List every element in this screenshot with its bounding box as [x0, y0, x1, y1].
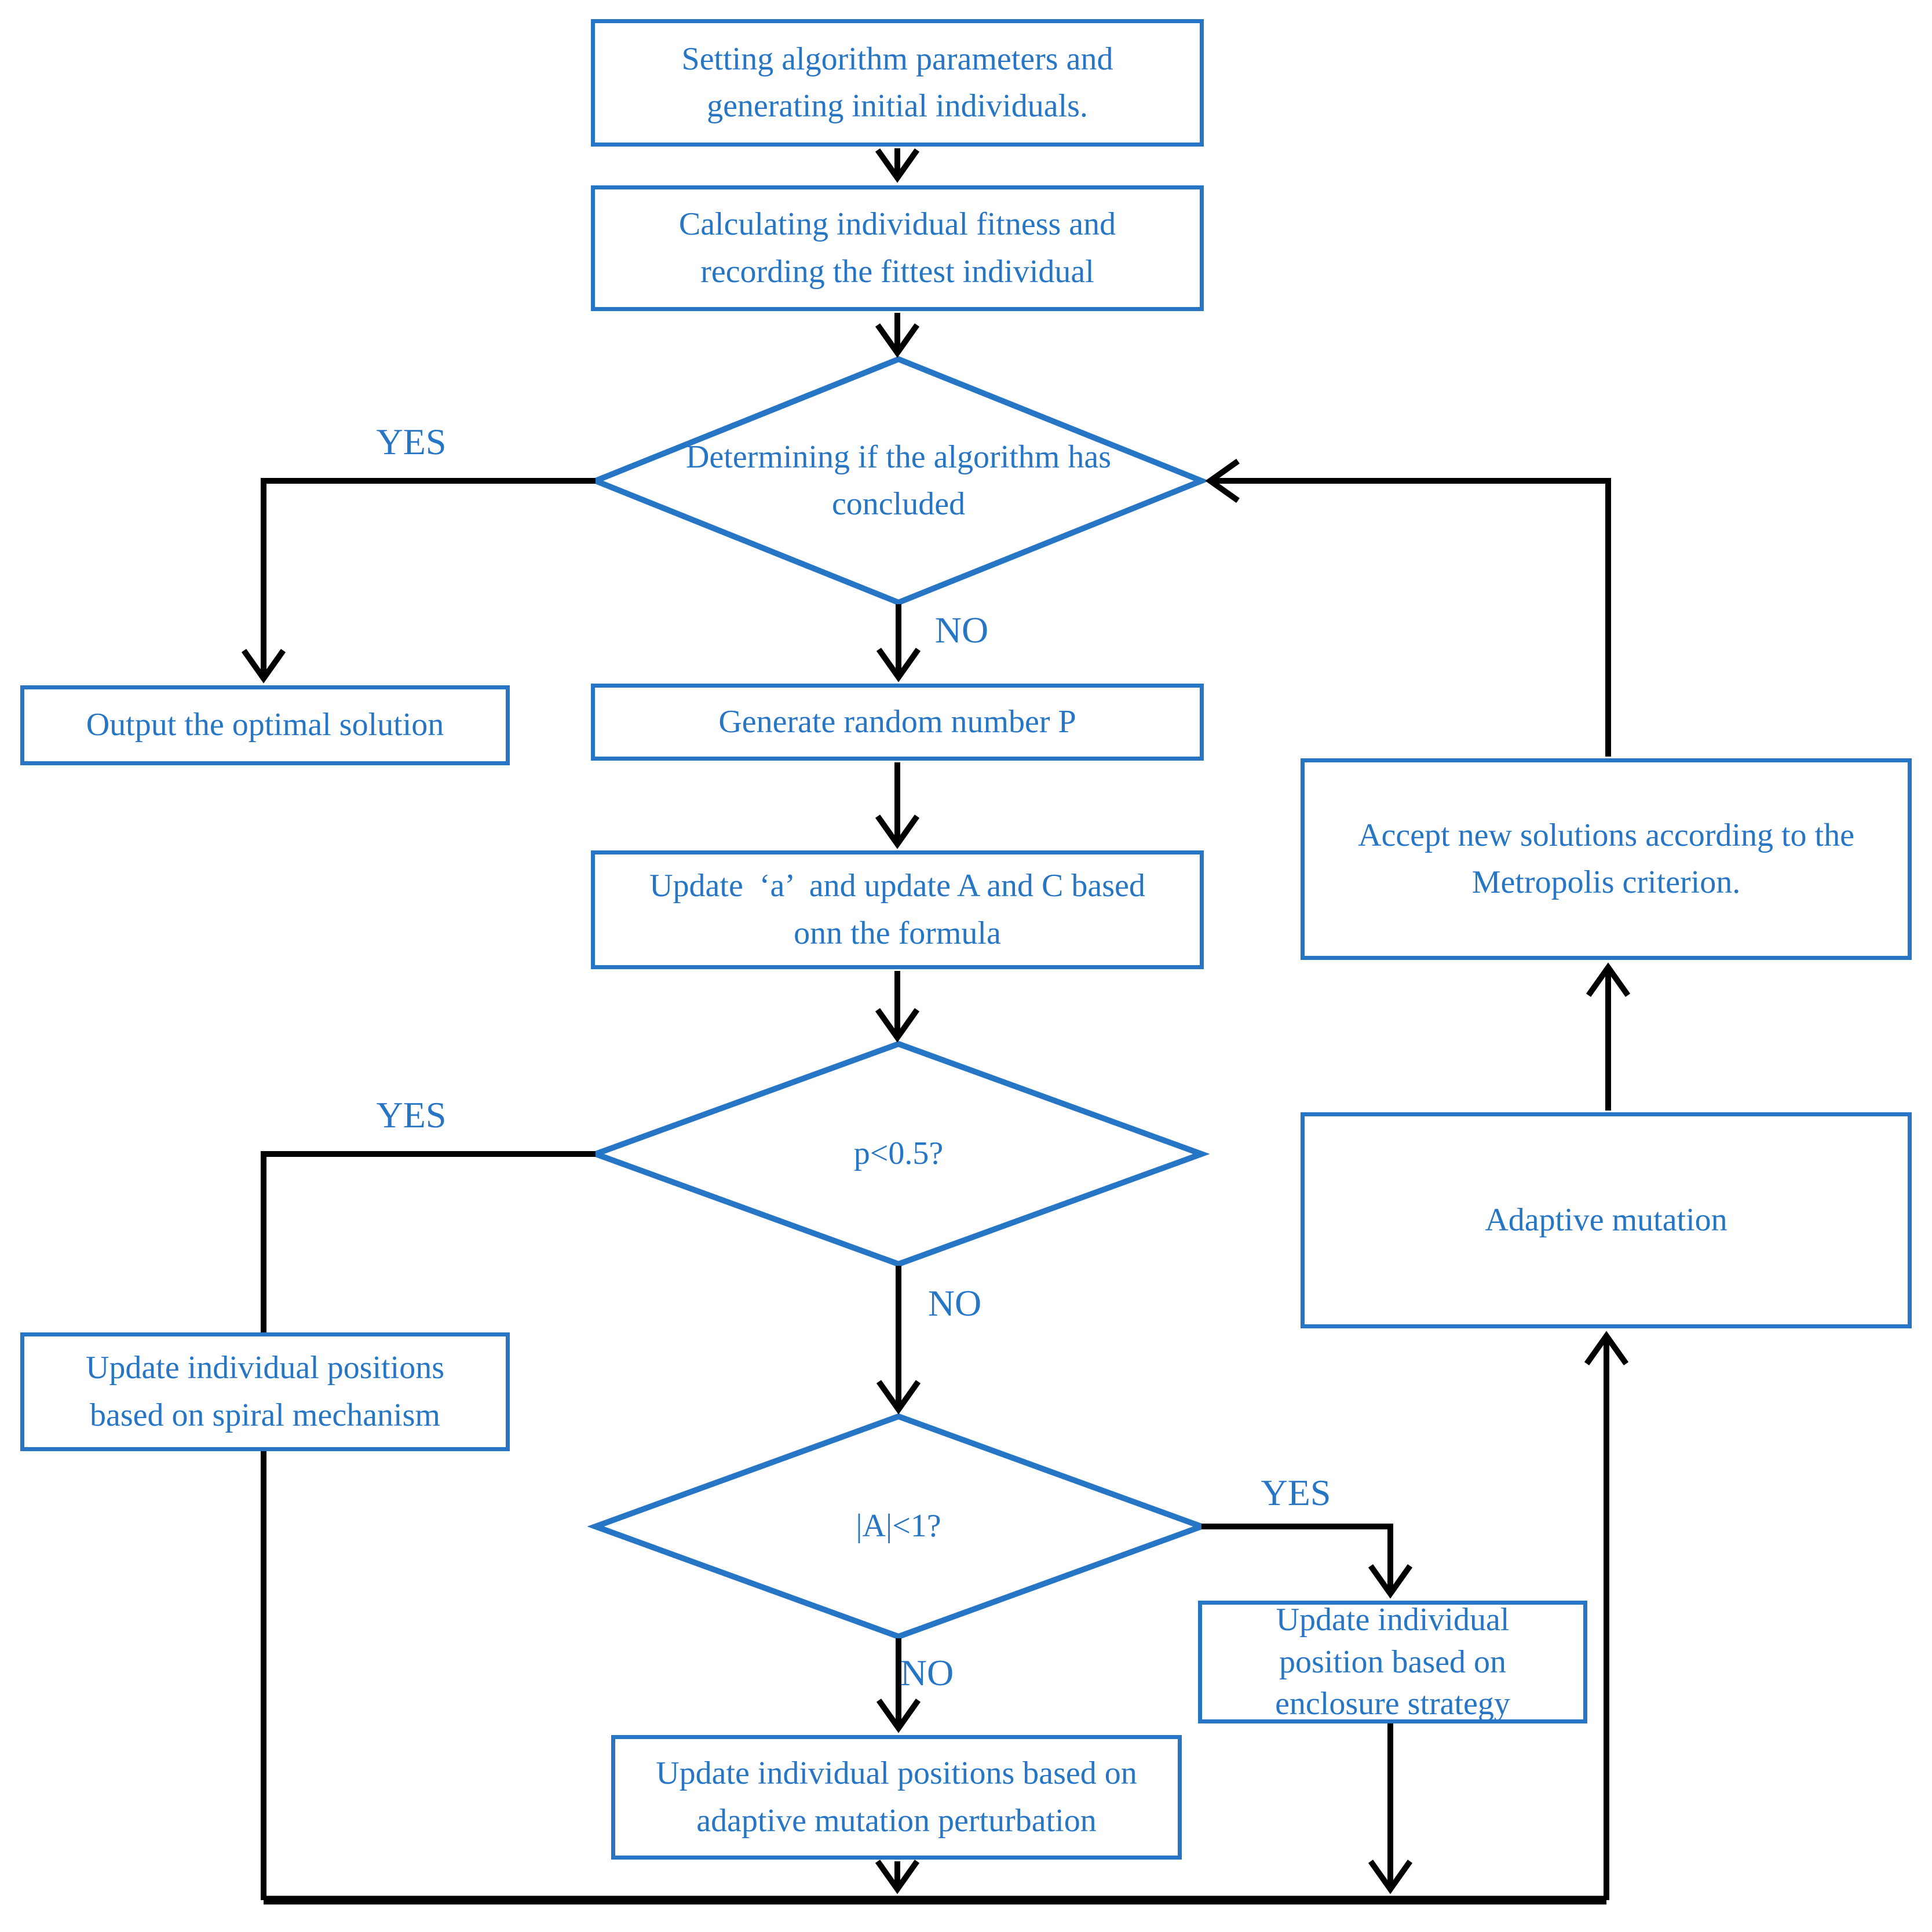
node-text-line: Setting algorithm parameters and — [681, 41, 1113, 77]
node-text-line: Update individual positions — [85, 1350, 445, 1386]
node-text-line: Update individual positions based on — [656, 1755, 1137, 1792]
node-text-line: Update ‘a’ and update A and C based — [649, 868, 1145, 904]
node-text-line: enclosure strategy — [1275, 1686, 1510, 1722]
node-adaptive-mutation: Adaptive mutation — [1301, 1112, 1912, 1328]
node-calculate-fitness: Calculating individual fitness and recor… — [591, 185, 1204, 311]
label-a-yes: YES — [1261, 1472, 1331, 1513]
decision-algorithm-concluded — [587, 356, 1210, 606]
node-text-line: concluded — [831, 486, 966, 522]
node-adaptive-mutation-perturbation: Update individual positions based on ada… — [611, 1735, 1182, 1860]
decision-p-less-05 — [587, 1040, 1210, 1268]
node-text-line: Generate random number P — [718, 703, 1076, 740]
edge-a-check-yes-to-enclosure — [1201, 1524, 1413, 1599]
node-text-line: generating initial individuals. — [707, 88, 1088, 124]
edge-p-check-yes-to-spiral — [261, 1151, 596, 1332]
label-concluded-yes: YES — [376, 421, 447, 462]
node-text-line: Metropolis criterion. — [1471, 864, 1741, 900]
decision-text-p-less-05: p<0.5? — [653, 1089, 1144, 1219]
node-text-line: |A|<1? — [856, 1508, 941, 1544]
node-text-line: recording the fittest individual — [700, 253, 1094, 290]
node-spiral-mechanism: Update individual positions based on spi… — [20, 1332, 510, 1451]
decision-abs-a-less-1 — [587, 1413, 1210, 1640]
node-output-optimal-solution: Output the optimal solution — [20, 685, 510, 765]
node-accept-metropolis: Accept new solutions according to the Me… — [1301, 758, 1912, 960]
node-text-line: adaptive mutation perturbation — [696, 1802, 1097, 1839]
edge-accept-to-concluded — [1205, 458, 1611, 757]
label-a-no: NO — [900, 1652, 954, 1693]
edge-concluded-yes-to-output — [241, 478, 596, 684]
label-concluded-no: NO — [934, 609, 989, 651]
node-enclosure-strategy: Update individual position based on encl… — [1198, 1601, 1587, 1723]
node-text-line: Update individual — [1276, 1601, 1510, 1638]
node-text-line: based on spiral mechanism — [90, 1397, 440, 1433]
node-generate-random-p: Generate random number P — [591, 684, 1204, 761]
node-text-line: Output the optimal solution — [86, 707, 444, 743]
node-text-line: p<0.5? — [853, 1135, 944, 1172]
node-text-line: Determining if the algorithm has — [685, 439, 1112, 475]
node-text-line: onn the formula — [794, 915, 1001, 951]
label-p-no: NO — [927, 1283, 982, 1324]
node-text-line: position based on — [1279, 1644, 1506, 1680]
decision-text-algorithm-concluded: Determining if the algorithm has conclud… — [653, 404, 1144, 558]
node-update-a-and-c: Update ‘a’ and update A and C based onn … — [591, 850, 1204, 969]
label-p-yes: YES — [376, 1094, 447, 1135]
node-text-line: Adaptive mutation — [1485, 1201, 1728, 1238]
node-text-line: Calculating individual fitness and — [678, 206, 1116, 243]
node-text-line: Accept new solutions according to the — [1358, 817, 1854, 853]
decision-text-abs-a-less-1: |A|<1? — [653, 1462, 1144, 1591]
node-setting-parameters: Setting algorithm parameters and generat… — [591, 19, 1204, 147]
